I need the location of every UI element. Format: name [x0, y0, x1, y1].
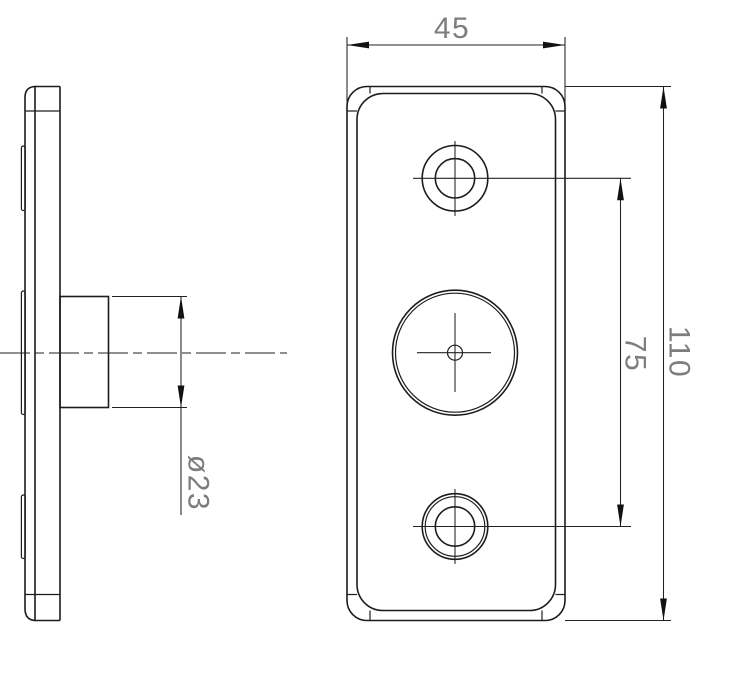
dim-hole-spacing-label: 75 [619, 336, 652, 372]
dim-width-arrow-right [543, 41, 565, 49]
side-view [0, 85, 287, 622]
side-boss-outline [59, 295, 110, 409]
dim-hole-spacing: 75 [413, 177, 652, 528]
center-hole-outer-circle [391, 289, 519, 417]
front-view [346, 85, 566, 622]
center-hole-chamfer-circle [394, 292, 516, 413]
dim-boss-arrow-down [177, 385, 185, 408]
dim-spacing-arrow-up [617, 178, 624, 201]
side-top-hole-rim [20, 145, 26, 212]
side-bottom-hole-rim [20, 494, 26, 560]
dim-spacing-arrow-down [617, 504, 624, 527]
dim-height-arrow-down [660, 598, 667, 621]
dim-boss-diameter: ø23 [112, 295, 215, 515]
front-plate-outer-outline [346, 85, 566, 622]
dim-plate-height-label: 110 [663, 326, 696, 378]
dim-plate-width: 45 [346, 12, 566, 108]
side-bottom-left-fillet [24, 608, 37, 622]
dim-plate-width-label: 45 [434, 12, 470, 45]
dim-height-arrow-up [660, 86, 667, 109]
dim-width-arrow-left [347, 41, 369, 49]
center-hole [391, 289, 519, 417]
dim-plate-height: 110 [565, 85, 696, 622]
front-plate-inner-outline [356, 92, 557, 612]
dim-boss-diameter-label: ø23 [182, 455, 215, 511]
dim-boss-arrow-up [177, 296, 185, 319]
